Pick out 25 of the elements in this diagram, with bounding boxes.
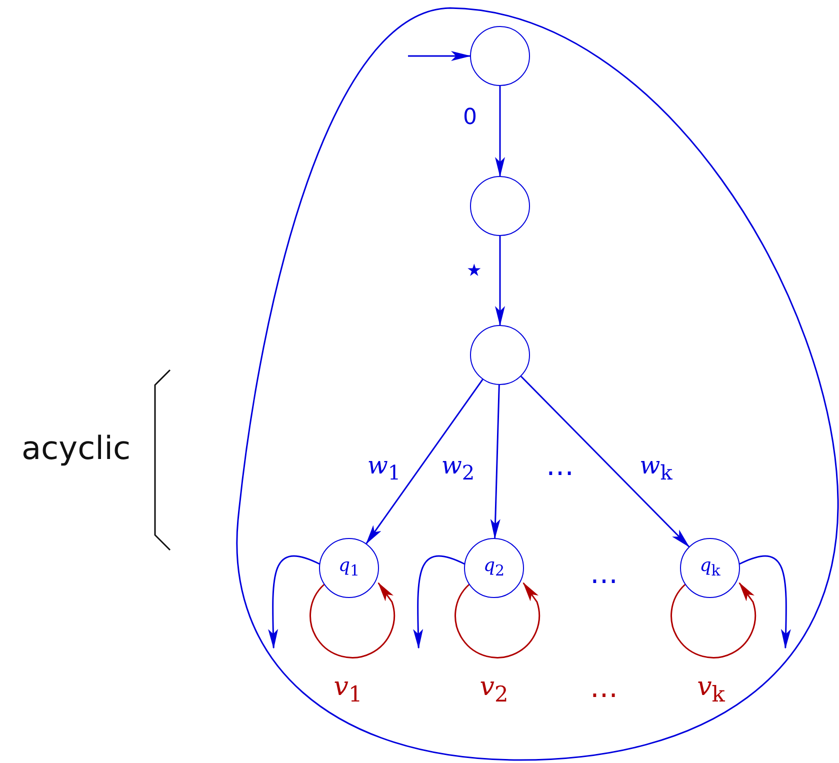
ellipsis: … — [590, 560, 618, 588]
ellipsis: … — [546, 452, 574, 480]
arrow — [366, 379, 484, 544]
state-circle — [680, 538, 740, 598]
self-loop-arrow — [670, 582, 756, 658]
ellipsis: … — [590, 674, 618, 702]
arrow — [408, 51, 471, 61]
state-label: q$_{1}$ — [338, 557, 360, 579]
arrow — [520, 376, 690, 548]
state-circle — [470, 325, 530, 385]
state-circle — [319, 538, 379, 598]
state-label: q$_{k}$ — [700, 557, 720, 579]
arrow — [495, 236, 505, 326]
arrow — [268, 555, 320, 649]
arrow — [490, 384, 500, 539]
state-circle — [464, 538, 524, 598]
state-circle — [470, 26, 530, 86]
arrow — [413, 555, 465, 649]
state-label: q$_{2}$ — [483, 557, 505, 579]
arrow — [495, 86, 505, 177]
arrow — [739, 555, 791, 649]
self-loop-arrow — [310, 582, 395, 658]
state-circle — [470, 176, 530, 236]
bracket-label: acyclic — [21, 432, 131, 464]
self-loop-arrow — [454, 582, 540, 658]
